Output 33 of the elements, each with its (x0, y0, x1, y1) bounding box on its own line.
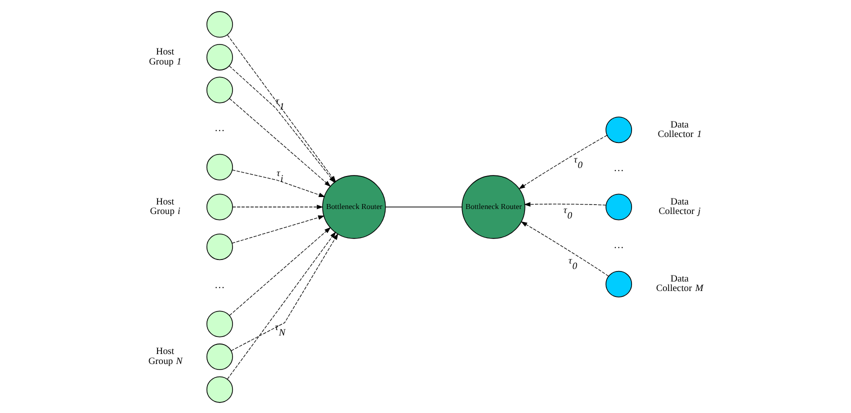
arrow (232, 204, 323, 209)
node-circle (206, 310, 232, 337)
node-circle (605, 116, 632, 143)
node-label: Data Collector M (656, 273, 703, 294)
node-circle (206, 153, 232, 180)
node-label: Data Collector 1 (657, 118, 702, 140)
arrow (228, 98, 330, 186)
node-label: Data Collector j (658, 196, 700, 217)
node-circle (605, 193, 632, 220)
node-circle (206, 76, 232, 103)
arrow (228, 226, 330, 316)
label: … (214, 279, 224, 290)
arrow (230, 232, 338, 351)
node-circle (206, 376, 232, 402)
arrow (226, 231, 336, 379)
node-label: Host Group i (149, 196, 180, 217)
node-circle (206, 43, 232, 70)
label: … (214, 122, 224, 134)
node-label: Host Group N (148, 346, 182, 366)
arrow (523, 202, 606, 206)
label: … (613, 240, 624, 251)
arrow (518, 134, 607, 189)
node-label: Host Group 1 (148, 46, 181, 67)
node-circle (206, 343, 232, 370)
arrow (520, 220, 608, 276)
node-circle (206, 10, 232, 38)
arrow (232, 169, 325, 196)
connector (384, 206, 462, 207)
node-circle (206, 233, 232, 260)
node-circle (206, 193, 232, 220)
arrow (231, 214, 324, 243)
label: … (613, 162, 624, 174)
node-circle (605, 270, 632, 297)
